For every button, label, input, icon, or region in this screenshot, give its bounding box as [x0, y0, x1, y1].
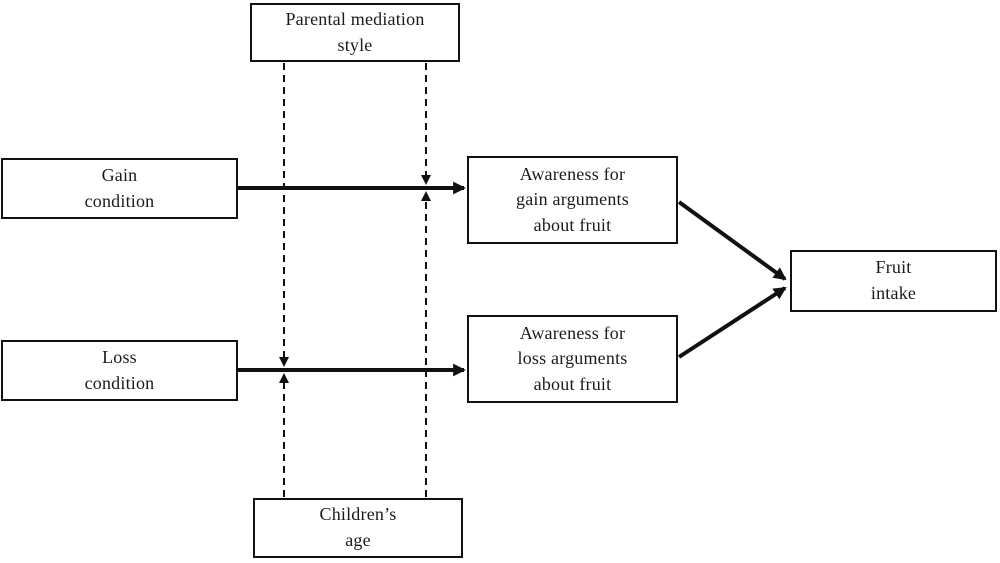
node-childrens-age-label: Children’s age: [319, 504, 397, 550]
node-fruit-intake: Fruit intake: [790, 250, 997, 312]
awareness-gain-to-fruit-intake-arrow: [677, 200, 787, 281]
node-gain-condition-label: Gain condition: [84, 164, 155, 211]
node-parental-mediation-style-label: Parental mediation style: [285, 8, 425, 55]
node-awareness-loss-arguments: Awareness for loss arguments about fruit: [467, 315, 678, 403]
node-fruit-intake-label: Fruit intake: [870, 257, 917, 303]
node-loss-condition-label: Loss condition: [84, 346, 155, 393]
node-loss-condition: Loss condition: [1, 340, 238, 401]
node-awareness-gain-arguments: Awareness for gain arguments about fruit: [467, 156, 678, 244]
awareness-loss-to-fruit-intake-arrow: [677, 286, 787, 359]
node-childrens-age: Children’s age: [253, 498, 463, 558]
node-awareness-loss-arguments-label: Awareness for loss arguments about fruit: [517, 322, 628, 394]
node-parental-mediation-style: Parental mediation style: [250, 3, 460, 62]
node-awareness-gain-arguments-label: Awareness for gain arguments about fruit: [516, 163, 629, 235]
node-gain-condition: Gain condition: [1, 158, 238, 219]
